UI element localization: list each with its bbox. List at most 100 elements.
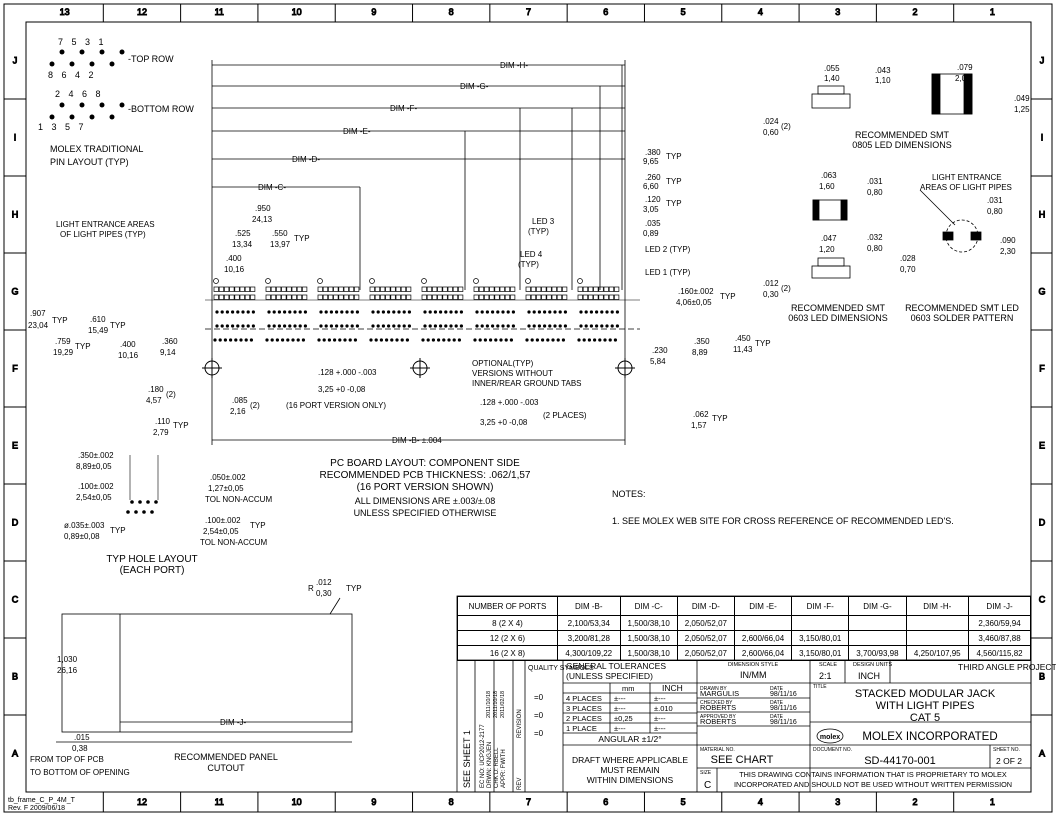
s0805-d140: 1,40 [824, 74, 840, 83]
s0603-d031: .031 [867, 177, 883, 186]
frame-info-1: tb_frame_C_P_4M_T [8, 797, 76, 804]
solder-d031: .031 [987, 196, 1003, 205]
zone-left-E: E [12, 441, 18, 451]
tb-doc-label: DOCUMENT NO. [813, 747, 852, 753]
led3-label: LED 3 [532, 217, 555, 226]
s0603-d080b: 0,80 [867, 244, 883, 253]
s0603-two: (2) [781, 284, 791, 293]
hl-d889: 8,89±0,05 [76, 462, 112, 471]
zone-left-I: I [14, 133, 17, 143]
hole-128: .128 +.000 -.003 [318, 368, 377, 377]
led4-typ: (TYP) [518, 260, 539, 269]
tb-q0-3: =0 [534, 729, 544, 738]
panel-typ: TYP [346, 584, 362, 593]
s0603-d012: .012 [763, 279, 779, 288]
tb-places2: 2 PLACES [566, 714, 602, 723]
table-cell: 16 (2 X 8) [457, 645, 558, 661]
s0805-title-1: RECOMMENDED SMT [855, 130, 950, 140]
hl-d254: 2,54±0,05 [76, 493, 112, 502]
typ-062: TYP [712, 414, 728, 423]
panel-d015: .015 [74, 733, 90, 742]
tb-draft-3: WITHIN DIMENSIONS [587, 775, 674, 785]
d089: 0,89 [643, 229, 659, 238]
d457: 4,57 [146, 396, 162, 405]
tb-q0-2: =0 [534, 711, 544, 720]
tb-date-label-3: DATE [770, 714, 784, 720]
tb-sheet: 2 OF 2 [996, 756, 1022, 766]
pin-bottom-numbers-2: 1 3 5 7 [38, 122, 87, 132]
table-cell: 12 (2 X 6) [457, 630, 558, 646]
tb-date-label-1: DATE [770, 686, 784, 692]
solder-d090: .090 [1000, 236, 1016, 245]
d380: .380 [645, 148, 661, 157]
zone-left-C: C [12, 595, 19, 605]
s0805-title-2: 0805 LED DIMENSIONS [852, 140, 952, 150]
smt-0805: .055 1,40 .043 1,10 .024 0,60 (2) .079 2… [763, 63, 1030, 150]
table-cell: 2,050/52,07 [676, 630, 735, 646]
s0603-d120: 1,20 [819, 245, 835, 254]
d157: 1,57 [691, 421, 707, 430]
s0603-d032: .032 [867, 233, 883, 242]
solder-title-2: 0603 SOLDER PATTERN [911, 313, 1014, 323]
tb-quality: QUALITY SYMBOLS [528, 665, 594, 672]
d2413: 24,13 [252, 215, 273, 224]
led2-label: LED 2 (TYP) [645, 245, 691, 254]
solder-label-2: AREAS OF LIGHT PIPES [920, 183, 1012, 192]
table-cell: 2,100/53,34 [556, 615, 621, 631]
table-cell: 1,500/38,10 [619, 645, 678, 661]
tb-title-label: TITLE [813, 684, 827, 690]
tb-mm: mm [622, 684, 635, 693]
board-title-2: RECOMMENDED PCB THICKNESS: .062/1,57 [320, 470, 531, 481]
tb-dim-style-label: DIMENSION STYLE [728, 662, 778, 668]
port-table-header-cell: DIM -B- [556, 596, 621, 616]
zone-right-C: C [1039, 595, 1046, 605]
table-cell: 3,150/80,01 [791, 630, 850, 646]
d965: 9,65 [643, 157, 659, 166]
table-cell: 3,200/81,28 [556, 630, 621, 646]
d110: .110 [155, 417, 171, 426]
s0805-d125: 1,25 [1014, 105, 1030, 114]
tb-checked-date: 98/11/16 [770, 705, 797, 712]
hl-title-1: TYP HOLE LAYOUT [106, 554, 197, 565]
dim-d-label: DIM -D- [292, 155, 320, 164]
zone-top-4: 4 [758, 7, 763, 17]
table-cell: 2,600/66,04 [733, 630, 793, 646]
tb-tol4mm: ±--- [614, 694, 626, 703]
typ-120: TYP [666, 199, 682, 208]
port-table-header-cell: NUMBER OF PORTS [457, 596, 558, 616]
hl-d089: 0,89±0,08 [64, 532, 100, 541]
zone-right-B: B [1039, 672, 1045, 682]
zone-left-H: H [12, 210, 19, 220]
zone-left-A: A [12, 749, 18, 759]
tb-company: MOLEX INCORPORATED [862, 731, 997, 743]
dim-f-label: DIM -F- [390, 104, 417, 113]
led3-typ: (TYP) [528, 227, 549, 236]
pin-field [205, 278, 640, 342]
zone-left-J: J [13, 56, 18, 66]
port-table-header-cell: DIM -H- [905, 596, 970, 616]
table-cell: 2,360/59,94 [968, 615, 1031, 631]
zone-bottom-4: 4 [758, 797, 763, 807]
panel-r012: .012 [316, 578, 332, 587]
d1929: 19,29 [53, 348, 74, 357]
hole-2places: (2 PLACES) [543, 411, 587, 420]
s0805-d060: 0,60 [763, 128, 779, 137]
panel-dim-j: DIM -J- [220, 718, 247, 727]
hole2-128: .128 +.000 -.003 [480, 398, 539, 407]
zone-left-G: G [11, 287, 18, 297]
led4-label: LED 4 [520, 250, 543, 259]
solder-label-1: LIGHT ENTRANCE [932, 173, 1002, 182]
s0805-d110: 1,10 [875, 76, 891, 85]
tb-drawn-date: 98/11/16 [770, 691, 797, 698]
zone-left-F: F [12, 364, 18, 374]
title-block-lines [456, 595, 1032, 793]
zone-bottom-8: 8 [449, 797, 454, 807]
s0603-d030: 0,30 [763, 290, 779, 299]
hole-16port: (16 PORT VERSION ONLY) [286, 401, 386, 410]
zone-bottom-10: 10 [292, 797, 302, 807]
tb-tol1in: ±--- [654, 724, 666, 733]
table-cell: 1,500/38,10 [619, 615, 678, 631]
d406: 4,06±0,05 [676, 298, 712, 307]
panel-d2616: 26,16 [57, 666, 78, 675]
